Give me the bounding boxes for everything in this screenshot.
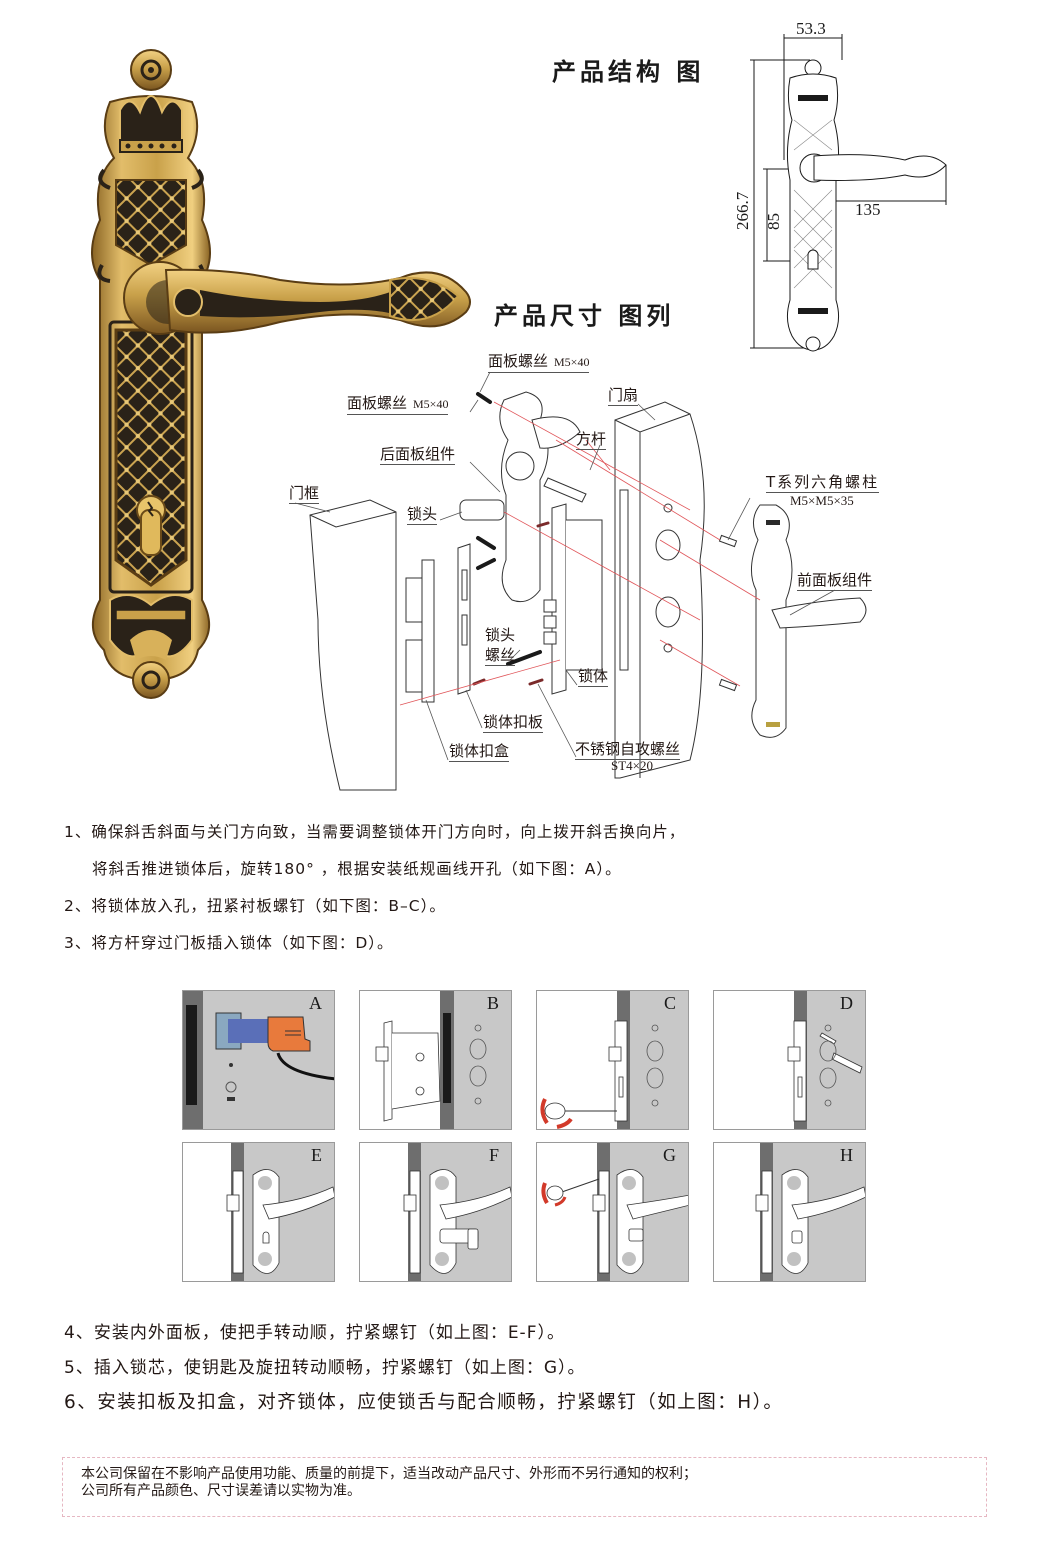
panel-letter: D (840, 993, 853, 1013)
product-structure-heading: 产品结构 图 (552, 58, 705, 86)
spec-text: M5×40 (554, 355, 590, 369)
hex-stud-label: T系列六角螺柱 (766, 473, 880, 493)
self-tapping-screw-label: 不锈钢自攻螺丝 (575, 740, 681, 760)
step-panel-h: H (713, 1142, 866, 1282)
instructions-steps-4-6: 4、安装内外面板，使把手转动顺，拧紧螺钉（如上图：E-F）。 5、插入锁芯，使钥… (64, 1318, 783, 1423)
panel-letter: G (663, 1145, 676, 1165)
panel-screw-left-label: 面板螺丝 M5×40 (347, 394, 449, 415)
label-text: 面板螺丝 (347, 394, 408, 412)
instruction-line: 5、插入锁芯，使钥匙及旋扭转动顺畅，拧紧螺钉（如上图：G）。 (64, 1358, 586, 1378)
handle-length-dimension: 135 (855, 200, 881, 219)
panel-letter: C (663, 993, 676, 1013)
instructions-steps-1-3: 1、确保斜舌斜面与关门方向致，当需要调整锁体开门方向时，向上拨开斜舌换向片， 将… (64, 818, 685, 966)
cylinder-screw-label-line2: 螺丝 (485, 646, 516, 666)
disclaimer-line-1: 本公司保留在不影响产品使用功能、质量的前提下，适当改动产品尺寸、外形而不另行通知… (81, 1466, 697, 1482)
plate-width-dimension: 53.3 (796, 19, 826, 38)
instruction-line: 将斜舌推进锁体后，旋转180° ，根据安装纸规画线开孔（如下图：A）。 (92, 860, 622, 878)
front-panel-assembly-label: 前面板组件 (797, 571, 873, 591)
product-dimension-heading: 产品尺寸 图列 (494, 302, 675, 330)
step-panel-f: F (359, 1142, 512, 1282)
strike-plate-label: 锁体扣板 (483, 713, 544, 733)
instruction-line: 1、确保斜舌斜面与关门方向致，当需要调整锁体开门方向时，向上拨开斜舌换向片， (64, 823, 686, 841)
step-panel-e: E (182, 1142, 335, 1282)
step-panel-g: G (536, 1142, 689, 1282)
panel-letter: F (488, 1145, 499, 1165)
instruction-line: 3、将方杆穿过门板插入锁体（如下图：D）。 (64, 934, 394, 952)
lock-cylinder-label: 锁头 (407, 505, 438, 525)
label-text: 面板螺丝 (488, 352, 549, 370)
instruction-line: 2、将锁体放入孔，扭紧衬板螺钉（如下图：B–C）。 (64, 897, 446, 915)
cylinder-screw-label-line1: 锁头 (485, 626, 516, 644)
dimension-line-drawing (750, 34, 947, 352)
strike-box-label: 锁体扣盒 (449, 742, 510, 762)
step-panel-d: D (713, 990, 866, 1130)
installation-step-panels: A B (182, 990, 868, 1283)
exploded-assembly-diagram (294, 371, 867, 791)
spec-text: M5×40 (413, 397, 449, 411)
rear-panel-assembly-label: 后面板组件 (380, 445, 456, 465)
door-handle-product-photo (91, 49, 471, 699)
square-spindle-label: 方杆 (576, 430, 607, 450)
panel-letter: A (309, 993, 322, 1013)
self-tapping-screw-spec: ST4×20 (611, 758, 654, 773)
instruction-line: 4、安装内外面板，使把手转动顺，拧紧螺钉（如上图：E-F）。 (64, 1323, 565, 1343)
instruction-line: 6、安装扣板及扣盒，对齐锁体，应使锁舌与配合顺畅，拧紧螺钉（如上图：H）。 (64, 1392, 784, 1413)
step-panel-a: A (182, 990, 335, 1130)
panel-letter: B (486, 993, 499, 1013)
door-leaf-label: 门扇 (608, 386, 639, 406)
disclaimer-box: 本公司保留在不影响产品使用功能、质量的前提下，适当改动产品尺寸、外形而不另行通知… (62, 1457, 987, 1517)
panel-screw-top-label: 面板螺丝 M5×40 (488, 352, 590, 373)
panel-letter: H (840, 1145, 853, 1165)
door-frame-label: 门框 (289, 484, 320, 504)
center-distance-dimension: 85 (764, 213, 783, 230)
hex-stud-spec: M5×M5×35 (790, 493, 854, 508)
disclaimer-line-2: 公司所有产品颜色、尺寸误差请以实物为准。 (81, 1483, 361, 1499)
panel-letter: E (311, 1145, 322, 1165)
step-panel-b: B (359, 990, 512, 1130)
step-panel-c: C (536, 990, 689, 1130)
lock-body-label: 锁体 (578, 667, 609, 687)
plate-height-dimension: 266.7 (733, 191, 752, 230)
